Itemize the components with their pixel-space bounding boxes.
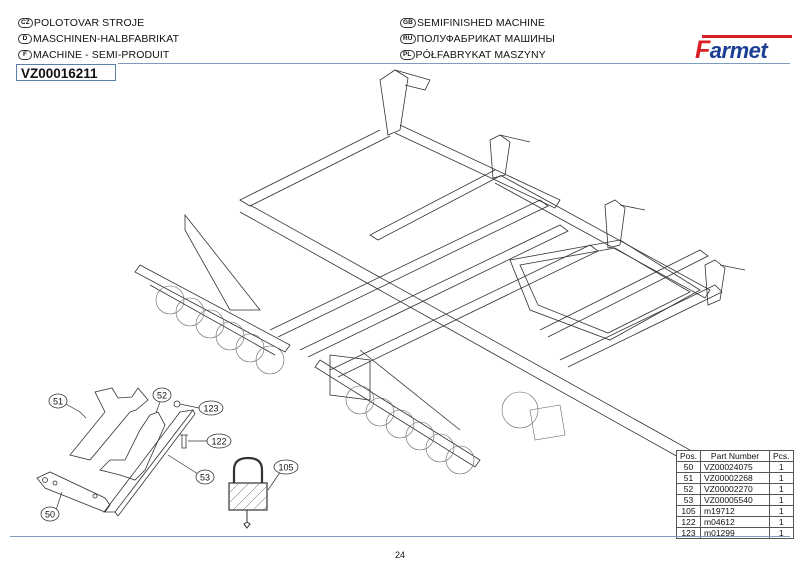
footer-rule (10, 536, 790, 537)
cell-pcs: 1 (769, 505, 794, 517)
tool-set (36, 387, 268, 529)
cell-pos: 50 (675, 461, 702, 473)
cell-pos: 105 (675, 505, 702, 517)
callout-51: 51 (48, 393, 68, 409)
cell-part-number: VZ00024075 (700, 461, 771, 473)
table-row: 50 VZ00024075 1 (675, 461, 794, 473)
language-code-badge: D (18, 34, 32, 44)
cell-pos: 53 (675, 494, 702, 506)
table-row: 122 m04612 1 (675, 516, 794, 528)
logo-bar (702, 35, 792, 38)
svg-text:50: 50 (45, 510, 55, 520)
header-title-d: D MASCHINEN-HALBFABRIKAT (18, 33, 179, 45)
callout-50: 50 (40, 506, 60, 522)
part-code-box: VZ00016211 (16, 64, 116, 81)
wrench-52 (99, 411, 166, 481)
wrench-51 (69, 387, 149, 461)
cell-part-number: VZ00002270 (700, 483, 771, 495)
callout-52: 52 (152, 387, 172, 403)
header-title-ru: RU ПОЛУФАБРИКАТ МАШИНЫ (400, 33, 555, 45)
parts-table: Pos. Part Number Pcs. 50 VZ00024075 1 51… (675, 450, 794, 539)
callout-leaders (55, 401, 284, 511)
table-row: 53 VZ00005540 1 (675, 494, 794, 506)
language-code-badge: F (18, 50, 32, 60)
padlock-body (228, 482, 268, 511)
parts-table-header: Pos. Part Number Pcs. (675, 450, 794, 462)
cell-pos: 51 (675, 472, 702, 484)
svg-text:51: 51 (53, 397, 63, 407)
header-text: POLOTOVAR STROJE (33, 17, 145, 29)
header-pos: Pos. (675, 450, 702, 462)
callout-105: 105 (273, 459, 299, 475)
farmet-logo: Farmet (695, 36, 768, 65)
header-text: SEMIFINISHED MACHINE (416, 17, 545, 29)
cell-part-number: VZ00002268 (700, 472, 771, 484)
language-code-badge: RU (400, 34, 416, 44)
cell-pcs: 1 (769, 494, 794, 506)
svg-text:123: 123 (203, 404, 218, 414)
svg-text:105: 105 (278, 463, 293, 473)
header-text: MACHINE - SEMI-PRODUIT (33, 49, 170, 61)
header-text: PÓŁFABRYKAT MASZYNY (415, 49, 546, 61)
header-text: ПОЛУФАБРИКАТ МАШИНЫ (416, 33, 555, 45)
cell-pcs: 1 (769, 516, 794, 528)
cell-pcs: 1 (769, 461, 794, 473)
header-text: MASCHINEN-HALBFABRIKAT (33, 33, 180, 45)
header-pcs: Pcs. (769, 450, 794, 462)
logo-first-letter: F (695, 36, 710, 64)
language-code-badge: PL (400, 50, 415, 60)
key (243, 510, 251, 529)
table-row: 105 m19712 1 (675, 505, 794, 517)
header-title-pl: PL PÓŁFABRYKAT MASZYNY (400, 49, 546, 61)
cell-pcs: 1 (769, 472, 794, 484)
svg-text:53: 53 (200, 473, 210, 483)
cell-part-number: m04612 (700, 516, 771, 528)
cell-pos: 122 (675, 516, 702, 528)
header-title-f: F MACHINE - SEMI-PRODUIT (18, 49, 169, 61)
language-code-badge: GB (400, 18, 416, 28)
header-rule (118, 63, 790, 64)
logo-rest: armet (709, 38, 768, 63)
callout-53: 53 (195, 469, 215, 485)
page-number: 24 (394, 550, 405, 560)
header-part-number: Part Number (700, 450, 771, 462)
cell-pcs: 1 (769, 483, 794, 495)
padlock-shackle (232, 456, 264, 483)
language-code-badge: CZ (18, 18, 33, 28)
svg-text:52: 52 (157, 391, 167, 401)
bolt-122 (180, 434, 188, 449)
cell-pos: 52 (675, 483, 702, 495)
callout-122: 122 (206, 433, 232, 449)
callout-123: 123 (198, 400, 224, 416)
table-row: 52 VZ00002270 1 (675, 483, 794, 495)
cell-part-number: m19712 (700, 505, 771, 517)
wrench-50 (36, 471, 111, 513)
table-row: 51 VZ00002268 1 (675, 472, 794, 484)
cell-part-number: VZ00005540 (700, 494, 771, 506)
svg-text:122: 122 (211, 437, 226, 447)
header-title-gb: GB SEMIFINISHED MACHINE (400, 17, 545, 29)
header-title-cz: CZ POLOTOVAR STROJE (18, 17, 144, 29)
